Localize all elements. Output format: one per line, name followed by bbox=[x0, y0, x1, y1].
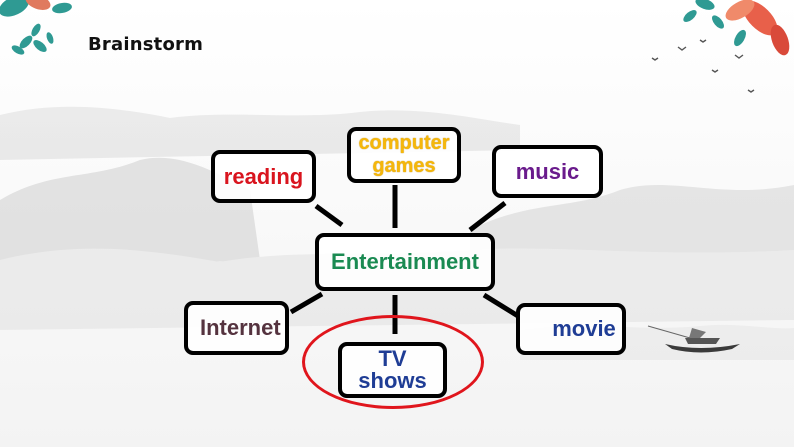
node-reading-label: reading bbox=[223, 163, 304, 189]
leaf-decoration-right-icon bbox=[683, 0, 790, 56]
node-center-label: Entertainment bbox=[331, 249, 479, 274]
node-center-entertainment: Entertainment bbox=[315, 233, 495, 291]
node-computer-games-label-line1: computer bbox=[358, 132, 450, 154]
connector-music bbox=[468, 201, 507, 232]
connector-reading bbox=[314, 203, 344, 228]
leaf-decoration-left-icon bbox=[0, 0, 72, 55]
node-movie: movie bbox=[516, 303, 626, 355]
node-computer-games: computer games bbox=[347, 127, 461, 183]
connector-movie bbox=[482, 292, 520, 319]
birds-icon bbox=[651, 39, 755, 93]
node-internet-label: Internet bbox=[200, 315, 281, 340]
node-music-label: music bbox=[515, 158, 580, 184]
node-computer-games-label-line2: games bbox=[372, 155, 436, 177]
slide-title: Brainstorm bbox=[88, 34, 204, 55]
connector-lines bbox=[289, 185, 520, 334]
highlight-circle bbox=[302, 315, 484, 409]
boat-icon bbox=[647, 325, 740, 353]
node-internet: Internet bbox=[184, 301, 289, 355]
node-reading: reading bbox=[211, 150, 316, 203]
node-music: music bbox=[492, 145, 603, 198]
node-movie-label: movie bbox=[552, 316, 616, 341]
connector-internet bbox=[289, 291, 324, 315]
